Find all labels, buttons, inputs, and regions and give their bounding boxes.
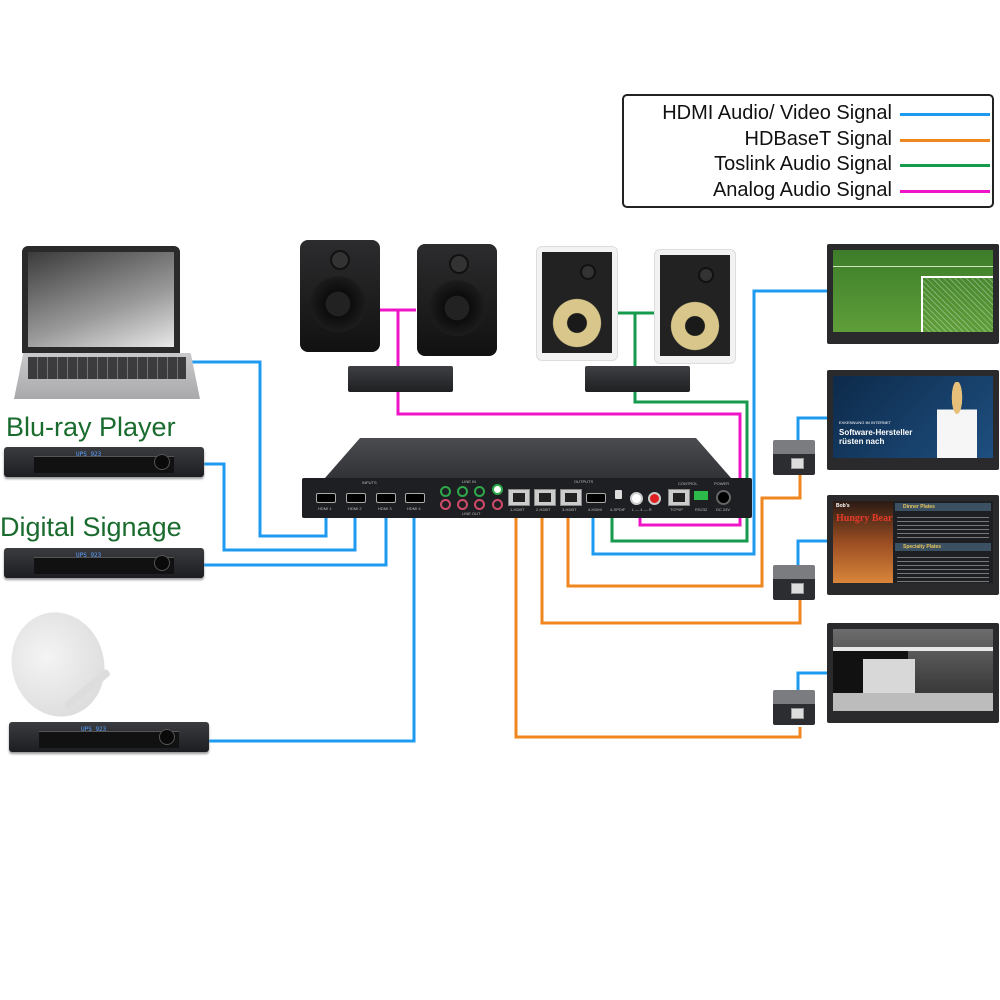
spdif-label: 4-SPDIF (610, 507, 626, 512)
speaker-black-left (300, 240, 380, 352)
hdbaset-receiver-2 (773, 565, 815, 600)
wire-hdmi-signage (200, 510, 388, 567)
legend-line-toslink (900, 164, 990, 167)
legend-label-hdmi: HDMI Audio/ Video Signal (662, 102, 892, 124)
menu-brand: Bob's (836, 503, 850, 509)
signage-knob (154, 555, 170, 571)
hdbt-out-1-port[interactable] (508, 489, 530, 506)
line-in-1-jack[interactable] (440, 486, 451, 497)
rs232-terminal[interactable] (694, 491, 708, 500)
wire-toslink-main (610, 392, 749, 543)
rs232-label: RS232 (695, 507, 708, 512)
hdbt-out-3-port[interactable] (560, 489, 582, 506)
hdmi-in-4-label: HDMI 4 (407, 506, 421, 511)
analog-out-label: L — 4 — R (632, 507, 652, 512)
signage-player: UPS 923 (4, 548, 204, 578)
display-menu-board: Bob's Hungry Bear Dinner Plates Specialt… (827, 495, 999, 595)
hdmi-in-1-port[interactable] (316, 493, 336, 503)
wire-analog-main (396, 392, 742, 527)
legend: HDMI Audio/ Video Signal HDBaseT Signal … (622, 94, 994, 208)
speaker-white-right (654, 249, 736, 364)
speaker-black-right (417, 244, 497, 356)
legend-line-hdmi (900, 113, 990, 116)
satellite-knob (159, 729, 175, 745)
hdbaset-switcher: INPUTS HDMI 1 HDMI 2 HDMI 3 HDMI 4 LINE … (302, 478, 752, 518)
line-out-2-jack[interactable] (457, 499, 468, 510)
wire-hdmi-satellite (203, 510, 416, 743)
hdbaset-receiver-3 (773, 690, 815, 725)
legend-line-analog (900, 190, 990, 193)
hdmi-in-4-port[interactable] (405, 493, 425, 503)
line-out-3-jack[interactable] (474, 499, 485, 510)
line-in-3-jack[interactable] (474, 486, 485, 497)
power-jack[interactable] (716, 490, 731, 505)
line-in-label: LINE IN (462, 479, 477, 484)
wire-hdmi-rx2-tv3 (796, 539, 830, 565)
spdif-port[interactable] (615, 490, 622, 499)
display-news: EXKENNUNG IM INTERNET Software-Herstelle… (827, 370, 999, 470)
power-group-label: POWER (714, 481, 730, 486)
wire-hdmi-laptop (185, 360, 328, 538)
hdbt-out-2-port[interactable] (534, 489, 556, 506)
signage-display: UPS 923 (76, 552, 102, 559)
line-out-4-jack[interactable] (492, 499, 503, 510)
outputs-group-label: OUTPUTS (574, 479, 594, 484)
display-home-theater (827, 623, 999, 723)
bluray-label: Blu-ray Player (6, 412, 176, 442)
hdmi-in-2-port[interactable] (346, 493, 366, 503)
wire-hdbt-1 (514, 513, 802, 739)
wire-hdmi-out4-tv1 (591, 289, 830, 556)
line-out-label: LINE OUT (462, 511, 481, 516)
wire-hdmi-rx1-tv2 (796, 416, 830, 440)
wire-hdbt-3 (566, 475, 802, 588)
wire-hdmi-rx3-tv4 (796, 671, 830, 690)
inputs-group-label: INPUTS (362, 480, 377, 485)
wire-hdbt-2 (540, 513, 802, 625)
hdbt-out-1-label: 1-HDBT (510, 507, 525, 512)
signage-label: Digital Signage (0, 512, 182, 542)
hdbt-out-2-label: 2-HDBT (536, 507, 551, 512)
legend-label-analog: Analog Audio Signal (712, 179, 892, 201)
menu-section-dinner: Dinner Plates (903, 504, 935, 510)
speaker-white-left (536, 246, 618, 361)
power-label: DC 24V (716, 507, 731, 512)
line-in-4-jack[interactable] (492, 484, 503, 495)
news-overlay-small: EXKENNUNG IM INTERNET (839, 420, 892, 425)
wire-hdmi-bluray (200, 462, 357, 552)
bluray-display: UPS 923 (76, 451, 102, 458)
bluray-knob (154, 454, 170, 470)
laptop-keyboard (28, 357, 186, 379)
display-sports (827, 244, 999, 344)
laptop-screen (22, 246, 180, 353)
control-group-label: CONTROL (678, 481, 698, 486)
analog-amplifier (348, 366, 453, 392)
satellite-receiver: UPS 923 (9, 722, 209, 752)
analog-out-right-jack[interactable] (648, 492, 661, 505)
menu-title: Hungry Bear (836, 513, 893, 524)
bluray-player: UPS 923 (4, 447, 204, 477)
hdmi-out-4-port[interactable] (586, 493, 606, 503)
line-out-1-jack[interactable] (440, 499, 451, 510)
analog-out-left-jack[interactable] (630, 492, 643, 505)
toslink-amplifier (585, 366, 690, 392)
legend-label-hdbaset: HDBaseT Signal (744, 128, 892, 150)
hdmi-in-1-label: HDMI 1 (318, 506, 332, 511)
line-in-2-jack[interactable] (457, 486, 468, 497)
tcpip-port[interactable] (668, 489, 690, 506)
hdbt-out-3-label: 3-HDBT (562, 507, 577, 512)
legend-line-hdbaset (900, 139, 990, 142)
hdmi-in-3-port[interactable] (376, 493, 396, 503)
hdmi-in-3-label: HDMI 3 (378, 506, 392, 511)
legend-label-toslink: Toslink Audio Signal (714, 153, 892, 175)
hdbaset-receiver-1 (773, 440, 815, 475)
menu-section-specialty: Specialty Plates (903, 544, 942, 550)
hdmi-in-2-label: HDMI 2 (348, 506, 362, 511)
satellite-display: UPS 923 (81, 726, 107, 733)
tcpip-label: TCP/IP (670, 507, 683, 512)
hdmi-out-4-label: 4-HDMI (588, 507, 602, 512)
